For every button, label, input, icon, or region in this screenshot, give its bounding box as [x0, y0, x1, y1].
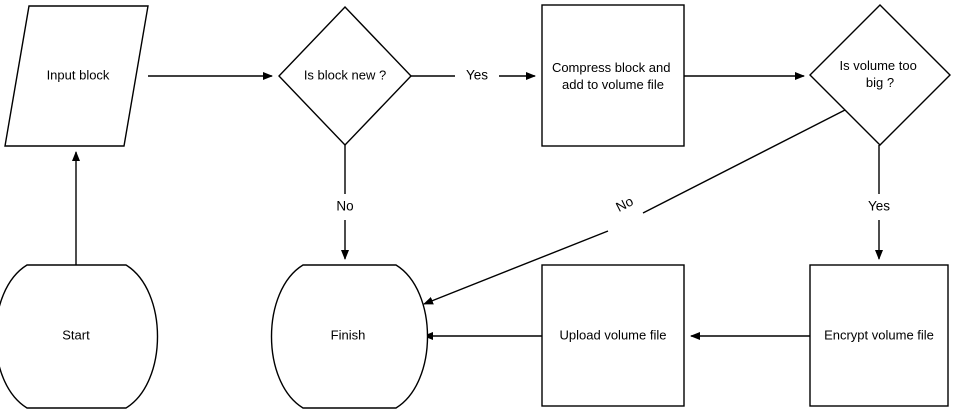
edge-is-volume-too-big-no-segment-b — [423, 230, 609, 305]
node-encrypt-volume-file-label: Encrypt volume file — [824, 327, 934, 342]
node-encrypt-volume-file-shape[interactable] — [809, 264, 949, 407]
edge-is-volume-too-big-no-segment-a — [642, 109, 846, 214]
node-is-volume-too-big-label-line-1: Is volume too — [840, 58, 917, 73]
node-is-block-new-shape[interactable] — [278, 5, 412, 147]
node-is-volume-too-big-shape[interactable] — [809, 4, 951, 146]
node-finish-label: Finish — [331, 327, 366, 342]
node-is-volume-too-big-label: Is volume too big ? — [840, 58, 921, 90]
node-upload-volume-file-shape[interactable] — [541, 264, 685, 407]
node-upload-volume-file-label: Upload volume file — [560, 327, 667, 342]
node-compress-block-label-line-1: Compress block and — [552, 60, 671, 75]
node-labels-layer: Input block Is block new ? Compress bloc… — [47, 58, 934, 342]
node-start-shape[interactable] — [0, 264, 159, 409]
nodes-layer — [0, 4, 951, 409]
edge-label-yes-is-block-new: Yes — [466, 68, 488, 83]
node-is-volume-too-big-label-line-2: big ? — [866, 75, 894, 90]
edges-layer — [72, 72, 883, 340]
node-compress-block-label-line-2: add to volume file — [562, 77, 664, 92]
node-start-label: Start — [62, 327, 90, 342]
node-compress-block-label: Compress block and add to volume file — [552, 60, 674, 92]
edge-label-yes-is-volume-too-big: Yes — [868, 199, 890, 214]
node-input-block-label: Input block — [47, 67, 110, 82]
edge-label-no-is-block-new: No — [336, 199, 353, 214]
node-is-block-new-label: Is block new ? — [304, 67, 386, 82]
node-compress-block-shape[interactable] — [541, 4, 685, 147]
edge-label-no-is-volume-too-big: No — [613, 194, 635, 215]
node-input-block-shape[interactable] — [4, 5, 149, 147]
node-finish-shape[interactable] — [270, 264, 429, 409]
edge-labels-layer: Yes No No Yes — [336, 68, 890, 215]
